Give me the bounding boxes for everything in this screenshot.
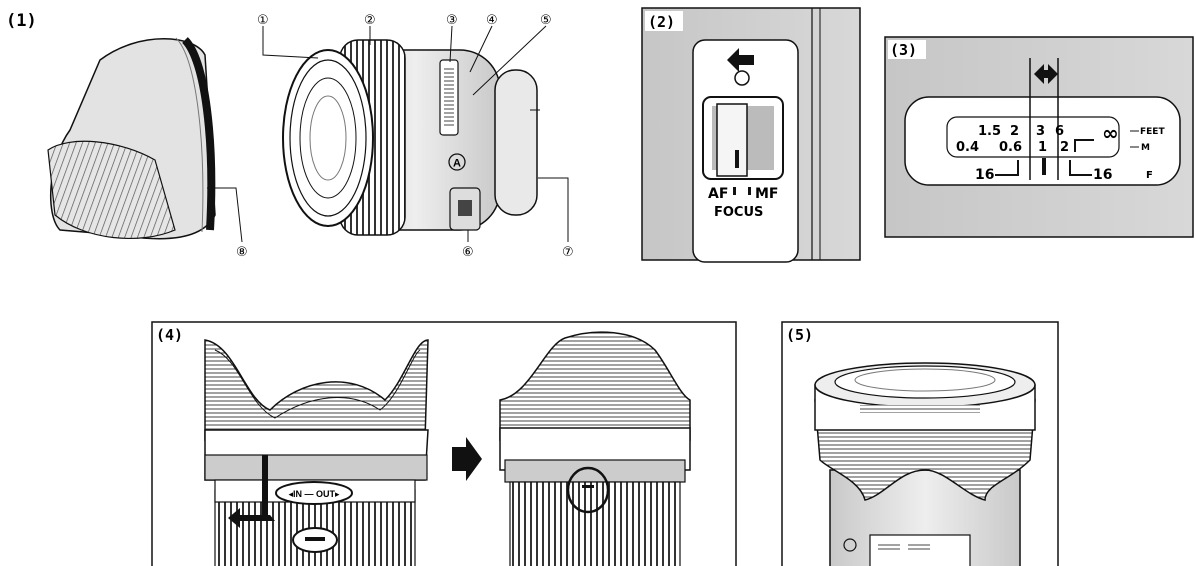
- figure-4-label: (4): [156, 326, 183, 344]
- focus-switch-name: FOCUS: [714, 205, 763, 220]
- af-dot: [733, 187, 736, 195]
- callout-1: ①: [257, 13, 269, 28]
- focus-index-mark: [1042, 158, 1046, 175]
- callout-5: ⑤: [540, 13, 552, 28]
- callout-4: ④: [486, 13, 498, 28]
- figure-3-label: (3): [890, 41, 917, 59]
- meter-value: 0.6: [999, 140, 1022, 155]
- hood-mounted-illustration: [499, 331, 691, 566]
- focus-switch-slider: [716, 103, 748, 177]
- hood-marking-text: ◂IN — OUT▸: [288, 489, 340, 499]
- callout-8: ⑧: [236, 245, 248, 260]
- figure-2: (2) AF MF FOCUS: [641, 7, 861, 263]
- lens-hood-illustration: [47, 37, 216, 240]
- switch-indicator-dot: [734, 70, 750, 86]
- aperture-left: 16: [975, 167, 994, 183]
- figure-5: (5): [781, 321, 1059, 566]
- mf-dot: [748, 187, 751, 195]
- figure-5-label: (5): [786, 326, 813, 344]
- focus-switch-mf: MF: [755, 186, 779, 202]
- right-arrow-icon: [452, 437, 482, 481]
- figure-2-label: (2): [648, 13, 675, 31]
- callout-leaders: [207, 25, 569, 243]
- mount-alignment-highlight: [566, 466, 610, 514]
- lens-a-marking: A: [453, 158, 461, 170]
- feet-unit: FEET: [1140, 127, 1165, 137]
- feet-value-infinity: ∞: [1102, 121, 1119, 145]
- arrow-left-icon: [727, 48, 754, 72]
- hood-reversed-illustration: ◂IN — OUT▸: [204, 339, 429, 566]
- meter-value: 1: [1038, 140, 1047, 155]
- aperture-right: 16: [1093, 167, 1112, 183]
- figure-1-label: (1): [6, 11, 37, 31]
- feet-value: 1.5: [978, 124, 1001, 139]
- figure-1: (1) A: [6, 11, 574, 260]
- figure-3: (3) 1.5 2 3 6 ∞ FEET 0.4 0.6 1 2 M 16 16…: [884, 36, 1194, 238]
- callout-7: ⑦: [562, 245, 574, 260]
- meter-value: 0.4: [956, 140, 979, 155]
- callout-numbers: ① ② ③ ④ ⑤ ⑥ ⑦ ⑧: [236, 13, 574, 260]
- feet-value: 2: [1010, 124, 1019, 139]
- callout-2: ②: [364, 13, 376, 28]
- callout-3: ③: [446, 13, 458, 28]
- lens-body-illustration: A: [282, 39, 540, 236]
- callout-6: ⑥: [462, 245, 474, 260]
- aperture-unit: F: [1146, 170, 1153, 181]
- focus-switch-af: AF: [708, 186, 728, 202]
- lens-with-stored-hood-illustration: [814, 362, 1036, 566]
- meter-unit: M: [1141, 143, 1150, 153]
- feet-value: 6: [1055, 124, 1064, 139]
- hood-marking-highlight: [275, 481, 353, 505]
- double-arrow-icon: [1034, 64, 1058, 84]
- figure-4: (4) ◂IN — OUT▸: [151, 321, 737, 566]
- feet-value: 3: [1036, 124, 1045, 139]
- meter-value: 2: [1060, 140, 1069, 155]
